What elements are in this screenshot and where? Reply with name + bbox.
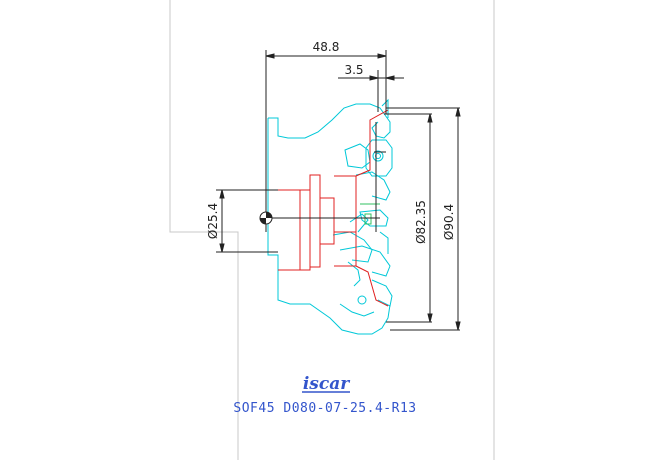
dim-cut-diameter: Ø82.35 — [414, 200, 428, 244]
part-number-caption: SOF45 D080-07-25.4-R13 — [233, 401, 416, 416]
reference-lines — [216, 50, 460, 253]
bore-center-mark — [259, 211, 273, 225]
section-lines — [278, 109, 389, 307]
insert-detail — [360, 203, 380, 225]
dimension-lines — [219, 53, 461, 331]
sheet-border — [169, 0, 495, 460]
brand-logo: iscar — [302, 374, 350, 394]
brand-logo-text: iscar — [303, 374, 350, 394]
dim-insert-step: 3.5 — [344, 63, 363, 77]
dim-max-diameter: Ø90.4 — [442, 204, 456, 240]
dim-overall-length: 48.8 — [313, 40, 340, 54]
dim-bore: Ø25.4 — [206, 203, 220, 239]
tool-body-outline — [267, 98, 393, 335]
